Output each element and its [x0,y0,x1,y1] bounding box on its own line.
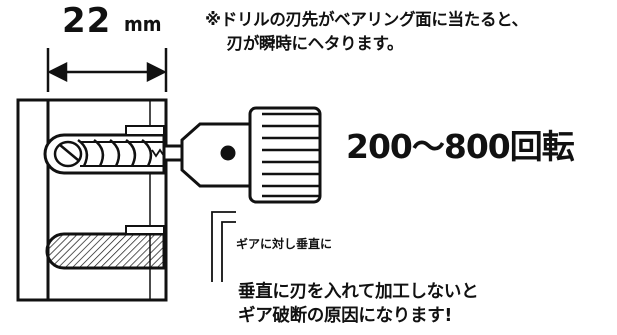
warning-text: 垂直に刃を入れて加工しないと ギア破断の原因になります! [238,282,479,326]
drill-bit [53,138,173,168]
gear-perpendicular-label: ギアに対し垂直に [236,237,333,251]
drill-tip-note: ※ドリルの刃先がベアリング面に当たると、 刃が瞬時にヘタります。 [205,10,528,53]
drill-chuck [162,106,322,204]
rpm-label: 200〜800回転 [346,127,575,166]
dimension-arrow [46,48,168,92]
lower-bore [45,225,166,270]
perpendicular-guide [211,211,236,282]
dimension-value: 22 [62,1,112,41]
dimension-unit: mm [124,12,162,36]
